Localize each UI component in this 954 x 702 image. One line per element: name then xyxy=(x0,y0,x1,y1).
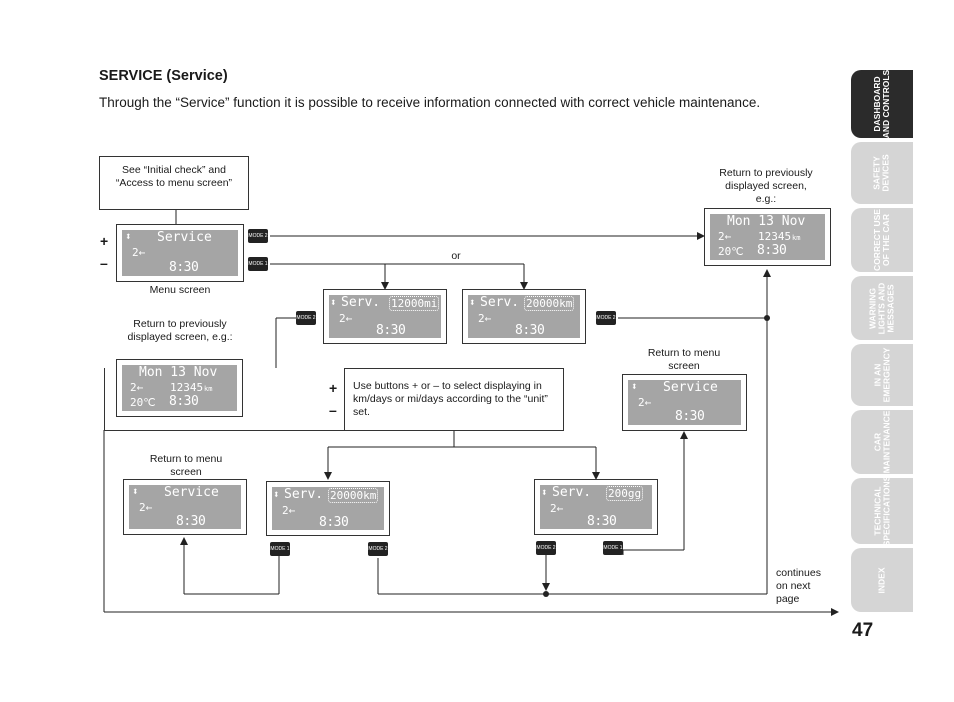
mode2-button-2: MODE 2 xyxy=(296,311,316,325)
lcd-text: Service xyxy=(157,230,212,245)
lcd-value: 12000mi xyxy=(389,296,440,311)
bracket-top-line xyxy=(104,430,345,431)
lcd-date-top-right: Mon 13 Nov 2← 12345 km 20℃ 8:30 xyxy=(704,208,831,266)
mode2-button-3: MODE 2 xyxy=(596,311,616,325)
tab-warning-lights[interactable]: WARNING LIGHTS AND MESSAGES xyxy=(851,276,913,340)
tab-dashboard-and-controls[interactable]: DASHBOARD AND CONTROLS xyxy=(851,70,913,138)
lcd-service-menu: ⬍ Service 2← 8:30 xyxy=(116,224,244,282)
tab-label: IN AN EMERGENCY xyxy=(871,347,891,403)
lcd-time: 8:30 xyxy=(169,260,199,275)
lcd-serv-20000km-bottom: ⬍ Serv. 20000km 2← 8:30 xyxy=(266,481,390,536)
updown-arrows-icon: ⬍ xyxy=(631,380,638,393)
lcd-text: Serv. xyxy=(480,295,520,310)
lcd-time: 8:30 xyxy=(169,394,199,409)
tab-correct-use[interactable]: CORRECT USE OF THE CAR xyxy=(851,208,913,272)
lcd-time: 8:30 xyxy=(319,515,349,530)
tab-index[interactable]: INDEX xyxy=(851,548,913,612)
lcd-service-bottom-left: ⬍ Service 2← 8:30 xyxy=(123,479,247,535)
tab-label: CORRECT USE OF THE CAR xyxy=(872,209,891,271)
tab-label: WARNING LIGHTS AND MESSAGES xyxy=(867,282,896,334)
updown-arrows-icon: ⬍ xyxy=(132,485,139,498)
lcd-time: 8:30 xyxy=(587,514,617,529)
lcd-gear: 2← xyxy=(282,504,296,517)
use-buttons-note: Use buttons + or – to select displaying … xyxy=(353,380,548,418)
lcd-odometer: 12345 xyxy=(170,381,204,394)
initial-check-note: See “Initial check” and “Access to menu … xyxy=(115,164,233,189)
initial-check-box xyxy=(99,156,249,210)
lcd-gear: 2← xyxy=(550,502,564,515)
mode2-button-1: MODE 2 xyxy=(248,229,268,243)
lcd-date: Mon 13 Nov xyxy=(139,365,218,380)
lcd-temp: 20℃ xyxy=(130,396,156,409)
return-prev-top-note: Return to previously displayed screen, e… xyxy=(719,167,813,205)
lcd-text: Serv. xyxy=(341,295,381,310)
lcd-time: 8:30 xyxy=(176,514,206,529)
use-buttons-box xyxy=(344,368,564,431)
lcd-text: Serv. xyxy=(552,485,592,500)
plus-sign: + xyxy=(100,233,109,249)
return-menu-left-note: Return to menu screen xyxy=(149,453,223,478)
lcd-time: 8:30 xyxy=(757,243,787,258)
lcd-service-right: ⬍ Service 2← 8:30 xyxy=(622,374,747,431)
lcd-time: 8:30 xyxy=(376,323,406,338)
mode1-button-2: MODE 1 xyxy=(270,542,290,556)
tab-label: INDEX xyxy=(876,567,887,593)
lcd-temp: 20℃ xyxy=(718,245,744,258)
lcd-value: 200gg xyxy=(606,486,644,501)
lcd-gear: 2← xyxy=(130,381,144,394)
minus-sign: – xyxy=(100,255,108,271)
lcd-date-left: Mon 13 Nov 2← 12345 km 20℃ 8:30 xyxy=(116,359,243,417)
lcd-gear: 2← xyxy=(139,501,153,514)
lcd-time: 8:30 xyxy=(515,323,545,338)
plus-sign-2: + xyxy=(329,380,338,396)
lcd-gear: 2← xyxy=(132,246,146,259)
lcd-time: 8:30 xyxy=(675,409,705,424)
lcd-text: Service xyxy=(164,485,219,500)
minus-sign-2: – xyxy=(329,402,337,418)
updown-arrows-icon: ⬍ xyxy=(125,230,132,243)
lcd-text: Serv. xyxy=(284,487,324,502)
updown-arrows-icon: ⬍ xyxy=(469,296,476,309)
lcd-gear: 2← xyxy=(718,230,732,243)
menu-screen-label: Menu screen xyxy=(149,284,211,296)
mode2-button-4: MODE 2 xyxy=(368,542,388,556)
lcd-serv-12000mi: ⬍ Serv. 12000mi 2← 8:30 xyxy=(323,289,447,344)
mode1-button-3: MODE 1 xyxy=(603,541,623,555)
tab-car-maintenance[interactable]: CAR MAINTENANCE xyxy=(851,410,913,474)
lcd-serv-200gg: ⬍ Serv. 200gg 2← 8:30 xyxy=(534,479,658,535)
tab-technical-specifications[interactable]: TECHNICAL SPECIFICATIONS xyxy=(851,475,913,547)
intro-text: Through the “Service” function it is pos… xyxy=(99,95,761,110)
updown-arrows-icon: ⬍ xyxy=(330,296,337,309)
tab-label: TECHNICAL SPECIFICATIONS xyxy=(872,475,891,547)
tab-label: SAFETY DEVICES xyxy=(871,154,891,192)
tab-label: DASHBOARD AND CONTROLS xyxy=(872,69,892,139)
or-label: or xyxy=(451,250,461,262)
tab-safety-devices[interactable]: SAFETY DEVICES xyxy=(851,142,913,204)
lcd-value: 20000km xyxy=(328,488,379,503)
return-prev-left-note: Return to previously displayed screen, e… xyxy=(127,318,233,343)
lcd-text: Service xyxy=(663,380,718,395)
lcd-gear: 2← xyxy=(339,312,353,325)
mode2-button-5: MODE 2 xyxy=(536,541,556,555)
tab-in-an-emergency[interactable]: IN AN EMERGENCY xyxy=(851,344,913,406)
section-heading: SERVICE (Service) xyxy=(99,68,228,84)
lcd-odometer: 12345 xyxy=(758,230,792,243)
lcd-odometer-unit: km xyxy=(204,385,213,393)
lcd-gear: 2← xyxy=(638,396,652,409)
tab-label: CAR MAINTENANCE xyxy=(872,410,891,474)
lcd-value: 20000km xyxy=(524,296,575,311)
return-menu-right-note: Return to menu screen xyxy=(647,347,721,372)
lcd-odometer-unit: km xyxy=(792,234,801,242)
page-number: 47 xyxy=(852,620,874,641)
continues-note: continues on next page xyxy=(776,567,821,605)
updown-arrows-icon: ⬍ xyxy=(541,486,548,499)
lcd-gear: 2← xyxy=(478,312,492,325)
lcd-serv-20000km-top: ⬍ Serv. 20000km 2← 8:30 xyxy=(462,289,586,344)
mode1-button-1: MODE 1 xyxy=(248,257,268,271)
updown-arrows-icon: ⬍ xyxy=(273,488,280,501)
lcd-date: Mon 13 Nov xyxy=(727,214,806,229)
